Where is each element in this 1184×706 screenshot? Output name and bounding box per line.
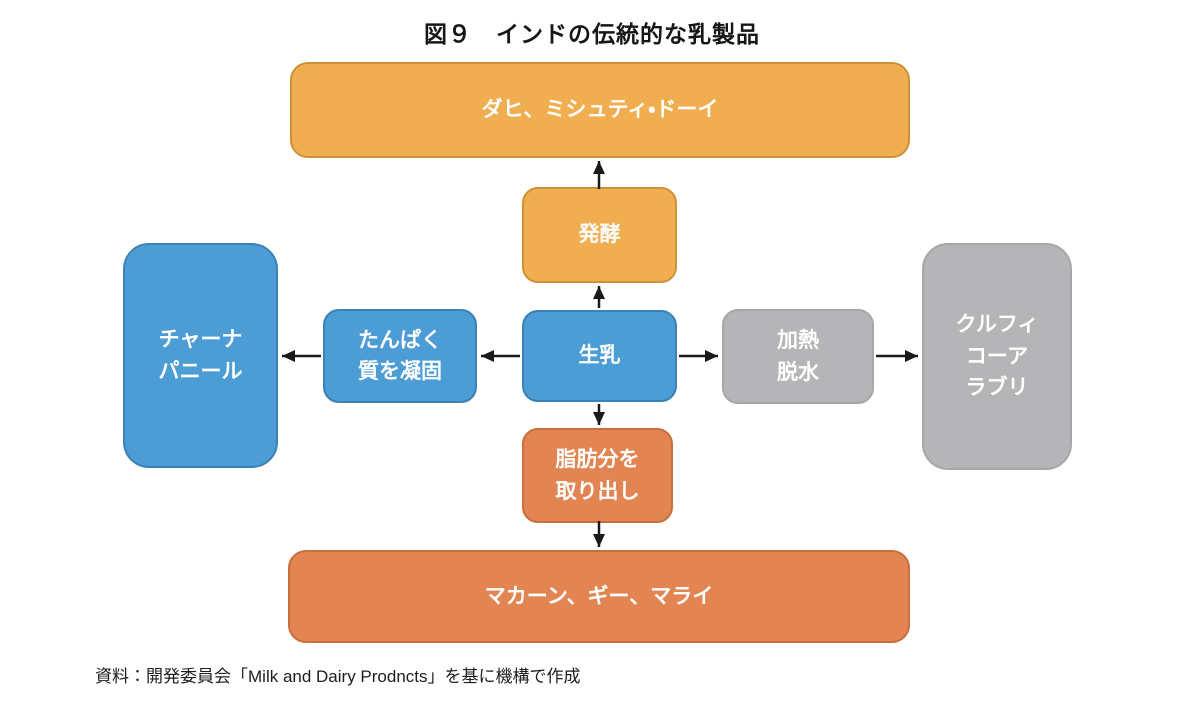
node-fat-extraction: 脂肪分を 取り出し [522, 428, 673, 523]
node-makhan-ghee-malai: マカーン、ギー、マライ [288, 550, 910, 643]
node-raw-milk: 生乳 [522, 310, 677, 402]
node-kulfi-khoa-rabri: クルフィ コーア ラブリ [922, 243, 1072, 470]
node-protein-coagulation: たんぱく 質を凝固 [323, 309, 477, 403]
node-dahi-mishti-doi: ダヒ、ミシュティ・ドーイ [290, 62, 910, 158]
figure-title: 図９ インドの伝統的な乳製品 [424, 21, 760, 47]
source-note: 資料：開発委員会「Milk and Dairy Prodncts」を基に機構で作… [95, 667, 581, 686]
node-fermentation: 発酵 [522, 187, 677, 283]
node-chhana-paneer: チャーナ パニール [123, 243, 278, 468]
node-heat-dehydration: 加熱 脱水 [722, 309, 874, 404]
